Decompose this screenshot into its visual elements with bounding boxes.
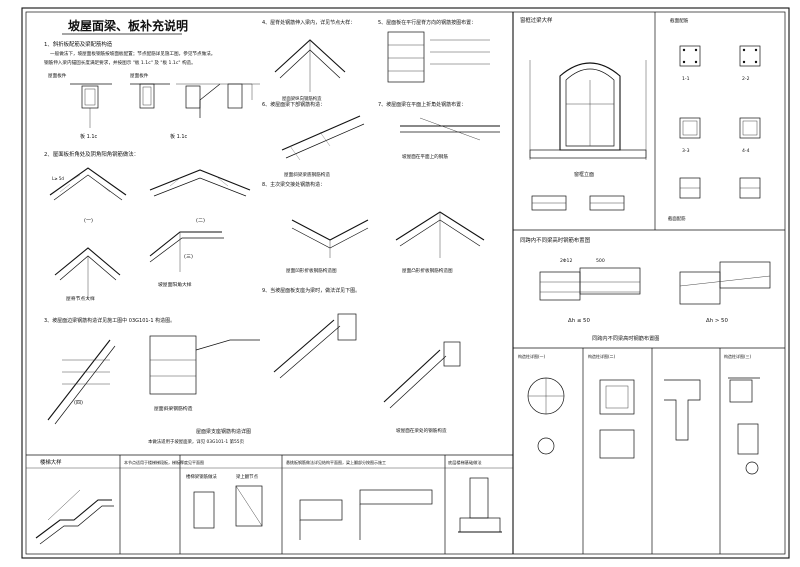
note-1b: 钢筋伸入梁内锚固长度满足要求，并按图示 "板 1.1c" 及 "板 1.1c" … bbox=[44, 59, 196, 66]
svg-text:屋面斜梁梁底钢筋构造: 屋面斜梁梁底钢筋构造 bbox=[284, 171, 330, 178]
window-elevation: 窗框立面 bbox=[529, 60, 647, 178]
svg-text:屋面凸形折板钢筋构造图: 屋面凸形折板钢筋构造图 bbox=[402, 267, 453, 274]
svg-text:屋面梁纵向钢筋构造: 屋面梁纵向钢筋构造 bbox=[282, 95, 322, 102]
cantilever-sketch bbox=[299, 489, 433, 540]
svg-text:L≥ 5d: L≥ 5d bbox=[52, 176, 64, 181]
detail-ridge-a: 屋面板件 板 1.1c bbox=[48, 72, 112, 140]
bottom-right-t2: 构造柱详图(二) bbox=[588, 353, 616, 359]
eave-sketch-3: 屋脊节点大样 bbox=[54, 247, 121, 302]
eave-sketch-1: (一) L≥ 5d bbox=[49, 167, 127, 224]
svg-text:2Φ12: 2Φ12 bbox=[560, 258, 572, 264]
beam-bottom-sketch: 屋面斜梁梁底钢筋构造 bbox=[281, 115, 365, 178]
note-9: 9、当坡屋面板支座为梁时，做法详见下图。 bbox=[262, 287, 360, 294]
beam-sketch-left: (四) bbox=[47, 339, 116, 425]
stair-beam-sketch bbox=[193, 485, 263, 529]
svg-text:屋面凹形折板钢筋构造图: 屋面凹形折板钢筋构造图 bbox=[286, 267, 337, 274]
column-square-detail bbox=[599, 379, 635, 459]
window-title: 窗框过梁大样 bbox=[520, 16, 553, 24]
ridge-sketch: 屋面凸形折板钢筋构造图 bbox=[395, 211, 485, 274]
svg-text:屋面斜梁钢筋构造: 屋面斜梁钢筋构造 bbox=[154, 405, 193, 412]
svg-text:坡屋面在梁处的钢筋构造: 坡屋面在梁处的钢筋构造 bbox=[396, 427, 447, 434]
svg-text:坡屋面在平面上的钢筋: 坡屋面在平面上的钢筋 bbox=[402, 153, 448, 160]
mid-caption: 屋面梁支座钢筋构造详图 bbox=[196, 428, 251, 435]
note-8: 8、主次梁交接处钢筋构造： bbox=[262, 181, 325, 188]
sheet-inner-border bbox=[25, 11, 786, 555]
column-section-2: 2-2 bbox=[739, 45, 761, 82]
bottom-title-5: 悬挑板钢筋做法详见结构平面图，梁上翻部分按图示施工 bbox=[286, 459, 386, 465]
svg-text:Δh > 50: Δh > 50 bbox=[706, 318, 728, 324]
svg-text:(二): (二) bbox=[196, 218, 205, 224]
bottom-title-3: 楼梯梁钢筋做法 bbox=[186, 473, 217, 480]
svg-text:2-2: 2-2 bbox=[742, 76, 750, 82]
note-2: 2、屋面板折角处及阴角阳角钢筋做法： bbox=[44, 150, 139, 158]
sheet-outer-border bbox=[21, 7, 790, 559]
svg-text:窗框立面: 窗框立面 bbox=[574, 171, 594, 178]
step-caption: 同跨内不同梁高时钢筋布置图 bbox=[592, 334, 659, 342]
detail-ridge-b: 屋面板件 板 1.1c bbox=[130, 72, 188, 140]
note-1a: 一般做法下，坡屋面板钢筋按坡面板配置；节点配筋详见施工图，参见节点做法。 bbox=[50, 50, 215, 57]
valley-sketch: 屋面凹形折板钢筋构造图 bbox=[286, 219, 369, 274]
note-3: 3、坡屋面边梁钢筋构造详见施工图中 03G101-1 构造图。 bbox=[44, 317, 175, 324]
svg-text:板 1.1c: 板 1.1c bbox=[170, 133, 188, 140]
step-left-sketch: 2Φ12 500 Δh ≤ 50 bbox=[539, 258, 641, 324]
svg-text:500: 500 bbox=[596, 258, 605, 264]
column-tee-detail bbox=[664, 379, 701, 441]
support-beam-sketch: 坡屋面在梁处的钢筋构造 bbox=[273, 313, 461, 434]
svg-text:3-3: 3-3 bbox=[682, 148, 690, 154]
parallel-bar-sketch bbox=[387, 31, 490, 83]
bottom-title-4: 梁上翻节点 bbox=[236, 473, 259, 480]
plan-fold-sketch: 坡屋面在平面上的钢筋 bbox=[400, 117, 500, 160]
col-section-title-2: 截面配筋 bbox=[668, 215, 686, 222]
ridge-joint-sketch: 屋面梁纵向钢筋构造 bbox=[274, 39, 346, 102]
detail-ridge-c bbox=[176, 83, 260, 118]
note-6: 6、坡屋面梁下部钢筋构造： bbox=[262, 101, 325, 108]
eave-sketch-2: (二) bbox=[149, 169, 251, 224]
note-5: 5、屋面板在平行屋脊方向的钢筋按图布置： bbox=[378, 19, 476, 26]
window-lintel-sections bbox=[531, 195, 625, 211]
column-section-4: 4-4 bbox=[739, 117, 761, 154]
note-1: 1、斜折板配筋及梁配筋构造 bbox=[44, 40, 113, 48]
bottom-right-t1: 构造柱详图(一) bbox=[518, 353, 546, 359]
main-title: 坡屋面梁、板补充说明 bbox=[68, 18, 188, 33]
svg-text:屋面板件: 屋面板件 bbox=[130, 72, 149, 79]
column-lintel-detail bbox=[728, 377, 760, 475]
svg-text:屋面板件: 屋面板件 bbox=[48, 72, 67, 79]
std-note: 本做法适用于坡屋面梁，详见 03G101-1 第55页 bbox=[148, 438, 245, 445]
svg-text:(一): (一) bbox=[84, 218, 93, 224]
step-title: 同跨内不同梁高时钢筋布置图 bbox=[520, 236, 590, 244]
svg-text:Δh ≤ 50: Δh ≤ 50 bbox=[568, 318, 590, 324]
note-7: 7、坡屋面梁在平面上折角处钢筋布置： bbox=[378, 101, 466, 108]
svg-text:板 1.1c: 板 1.1c bbox=[80, 133, 98, 140]
eave-sketch-4: (三) 坡屋面阳角大样 bbox=[149, 231, 224, 288]
bottom-right-t3: 构造柱详图(三) bbox=[724, 353, 752, 359]
beam-sketch-middle: 屋面斜梁钢筋构造 bbox=[149, 335, 260, 412]
bottom-title-2: 本节点适用于楼梯梯段板，梯板厚度见平面图 bbox=[124, 459, 204, 465]
column-round-detail bbox=[527, 377, 565, 455]
svg-text:4-4: 4-4 bbox=[742, 148, 750, 154]
stair-sketch bbox=[35, 489, 114, 545]
column-section-row-3 bbox=[679, 177, 761, 199]
svg-text:屋脊节点大样: 屋脊节点大样 bbox=[66, 295, 95, 302]
col-section-title-1: 截面配筋 bbox=[670, 17, 689, 24]
column-section-1: 1-1 bbox=[679, 45, 701, 82]
foundation-sketch bbox=[458, 477, 502, 533]
svg-text:(四): (四) bbox=[74, 400, 83, 406]
bottom-title-1: 楼梯大样 bbox=[40, 458, 62, 466]
note-4: 4、屋脊处钢筋伸入梁内，详见节点大样： bbox=[262, 19, 355, 26]
svg-text:1-1: 1-1 bbox=[682, 76, 690, 82]
column-section-3: 3-3 bbox=[679, 117, 701, 154]
bottom-title-6: 底层楼梯基础做法 bbox=[448, 459, 482, 466]
svg-text:(三): (三) bbox=[184, 254, 193, 260]
step-right-sketch: Δh > 50 bbox=[679, 261, 771, 324]
svg-text:坡屋面阳角大样: 坡屋面阳角大样 bbox=[158, 281, 192, 288]
